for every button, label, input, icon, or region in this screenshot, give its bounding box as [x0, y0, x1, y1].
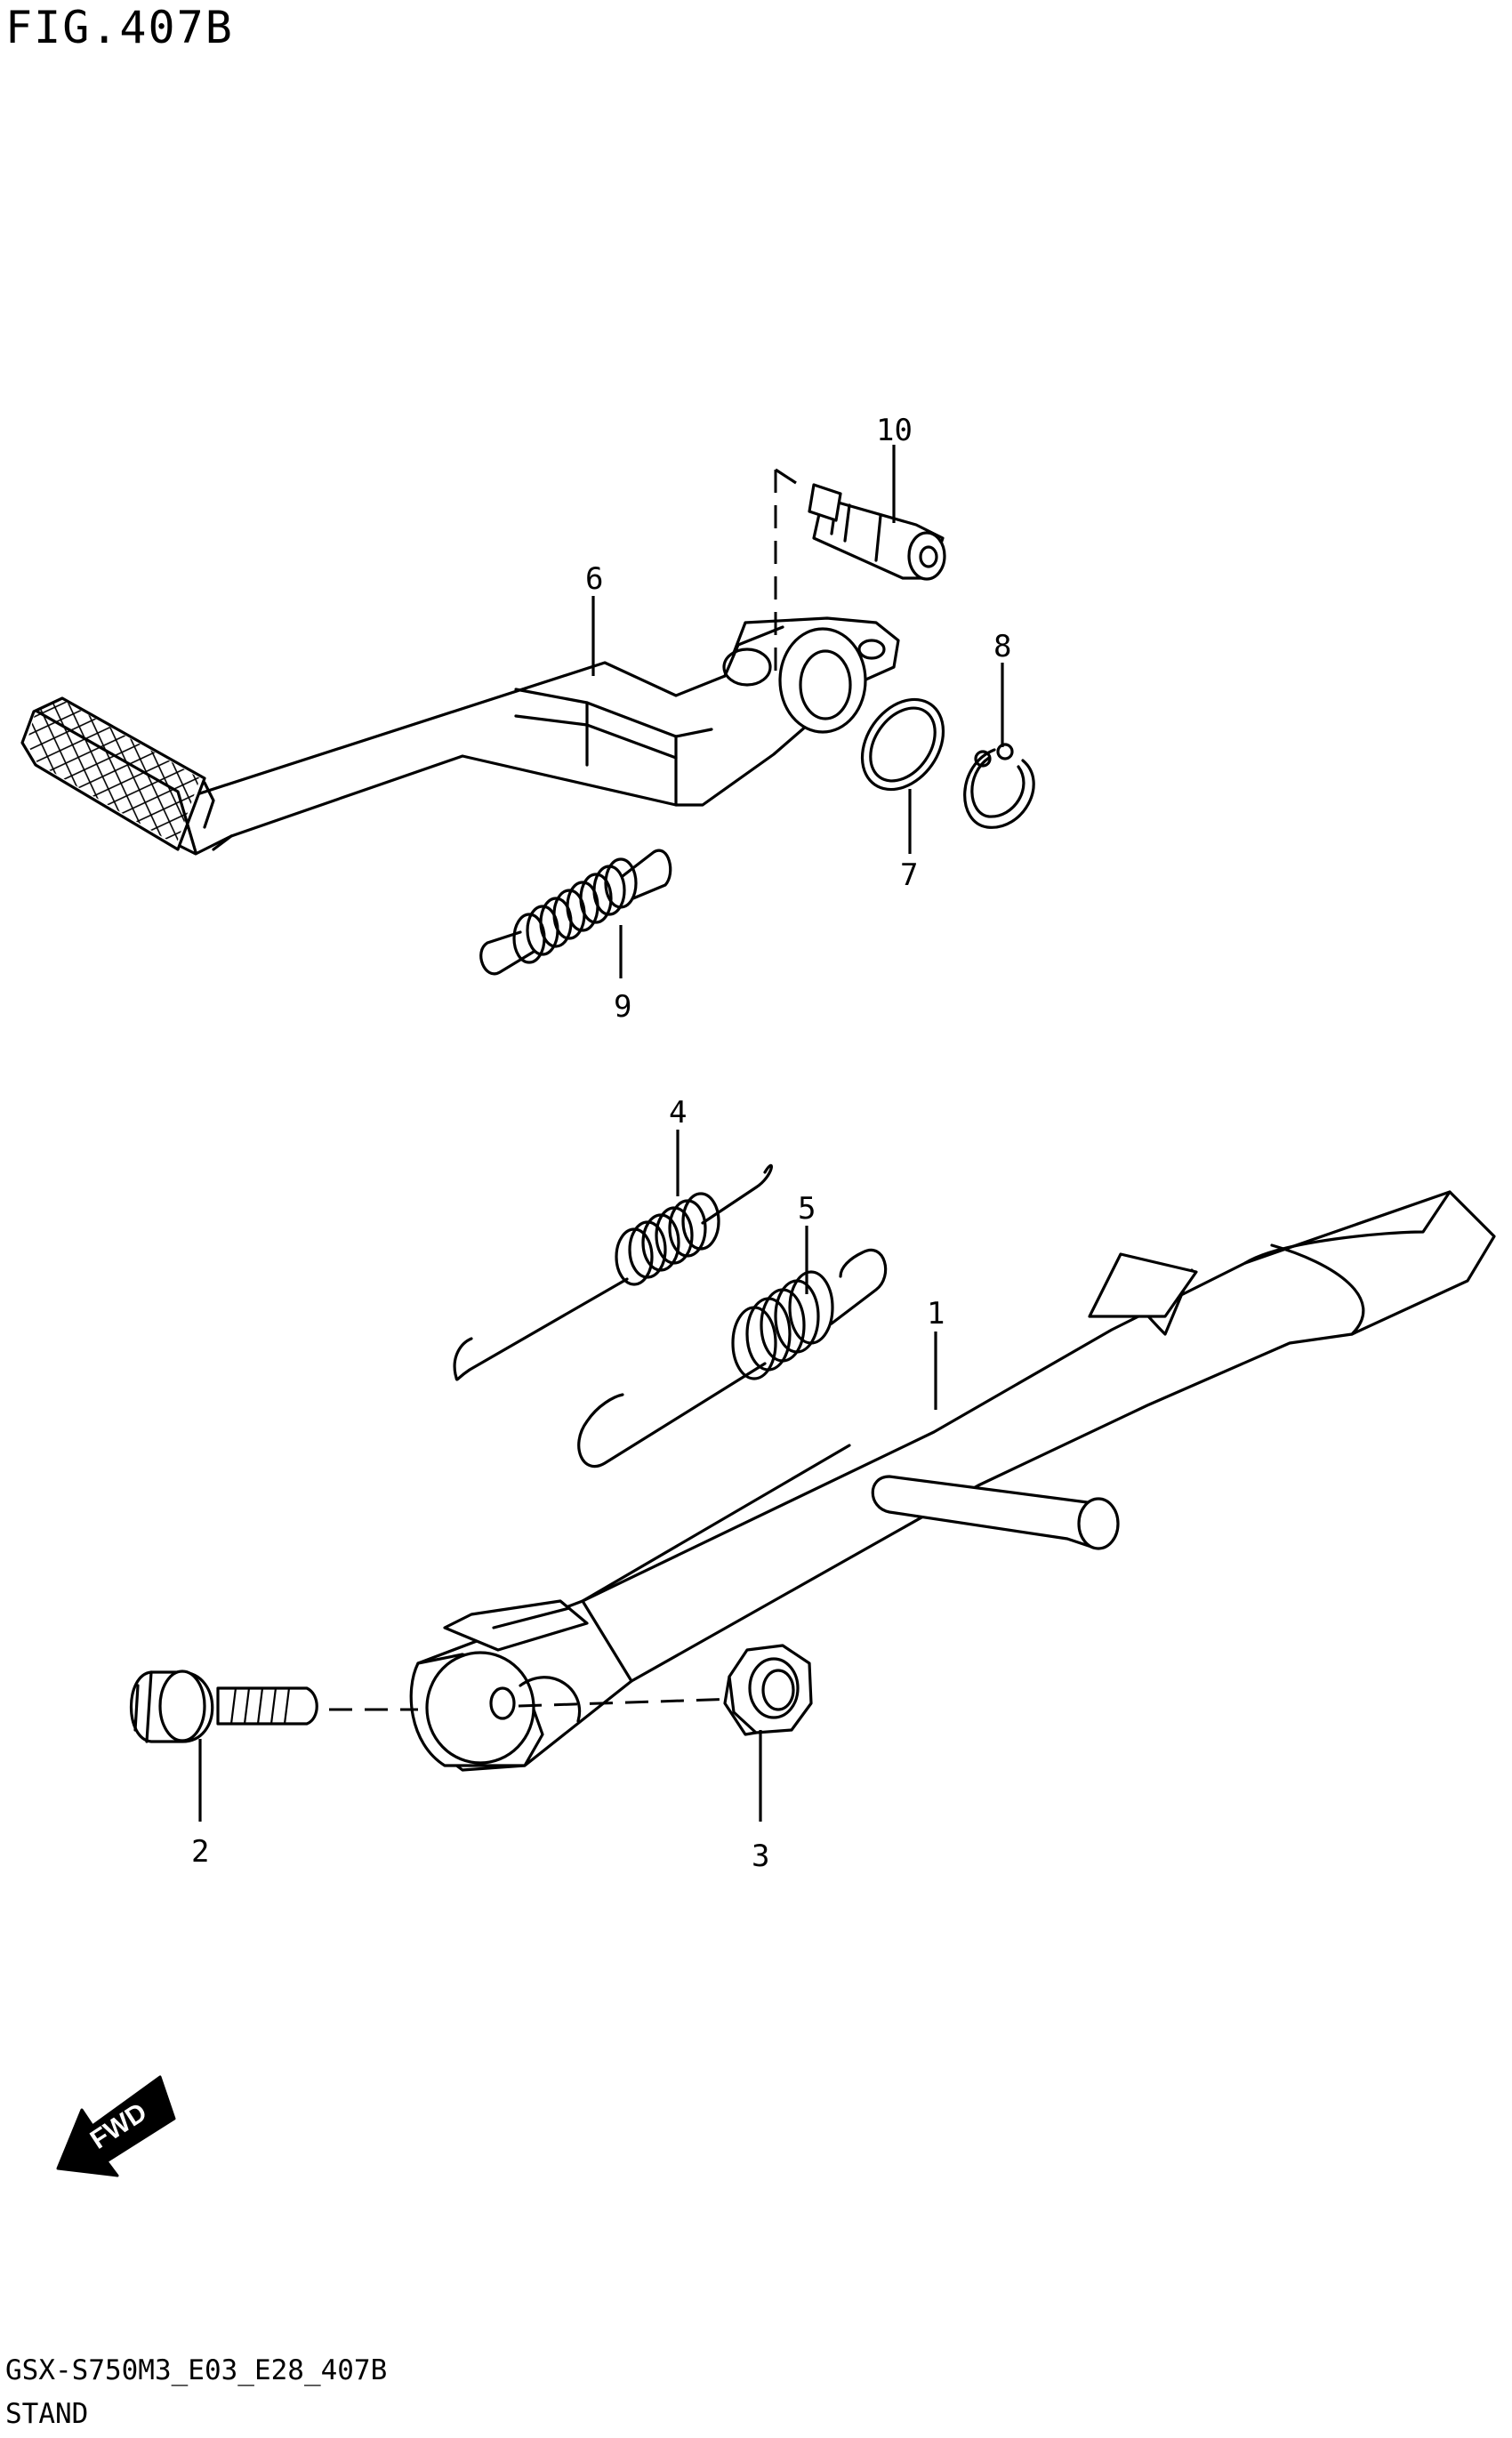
spring-part-4	[453, 1163, 773, 1381]
ref-label-5: 5	[798, 1191, 816, 1227]
ref-label-10: 10	[876, 413, 913, 448]
ref-label-6: 6	[585, 561, 603, 597]
ref-label-4: 4	[669, 1095, 687, 1130]
stand-bolt-part-2	[129, 1670, 318, 1743]
lever-part-6	[20, 616, 900, 856]
spring-part-9	[479, 849, 672, 976]
figure-title: FIG.407B	[5, 2, 234, 53]
figure-code: GSX-S750M3_E03_E28_407B	[5, 2354, 388, 2386]
ref-label-1: 1	[927, 1296, 945, 1332]
forward-arrow-icon: FWD	[56, 2075, 176, 2177]
spring-part-5	[577, 1249, 888, 1468]
nut-part-3	[723, 1644, 813, 1736]
ref-label-8: 8	[993, 629, 1011, 664]
washer-part-7	[860, 697, 945, 792]
ref-label-2: 2	[191, 1834, 209, 1870]
side-stand-part-1	[409, 1190, 1496, 1772]
ref-label-7: 7	[900, 857, 918, 893]
section-title: STAND	[5, 2398, 89, 2430]
ref-label-9: 9	[614, 989, 631, 1025]
circlip-part-8	[963, 743, 1035, 829]
ref-label-3: 3	[752, 1839, 769, 1874]
pivot-bolt-part-10	[808, 483, 946, 581]
